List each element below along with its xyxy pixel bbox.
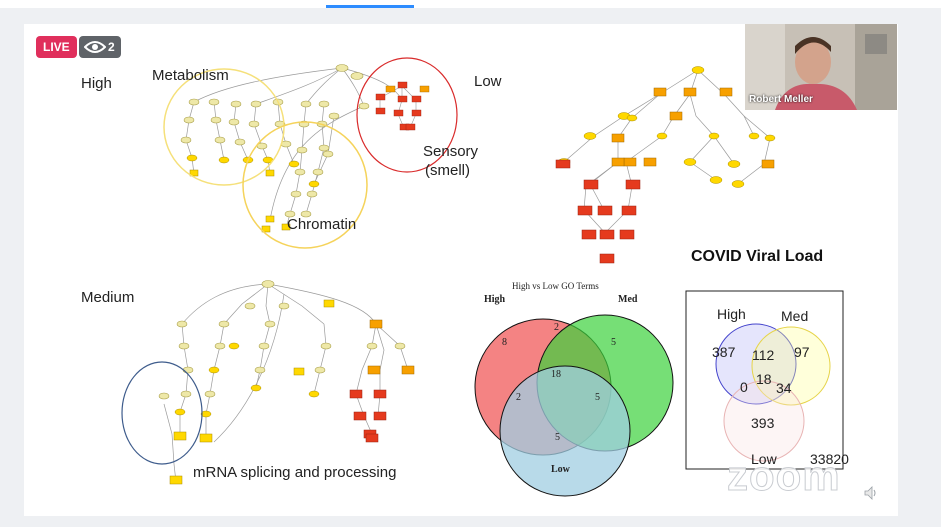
low-network bbox=[563, 69, 771, 235]
covid-value: 387 bbox=[712, 344, 736, 360]
covid-title: COVID Viral Load bbox=[691, 248, 824, 265]
high-network-nodes bbox=[180, 64, 370, 233]
viewer-count: 2 bbox=[108, 40, 115, 54]
covid-label-med: Med bbox=[781, 308, 809, 324]
medium-network bbox=[163, 283, 409, 483]
covid-venn-diagram bbox=[715, 323, 831, 462]
participant-name: Robert Meller bbox=[749, 94, 813, 105]
go-venn-value: 18 bbox=[551, 369, 561, 380]
go-venn-value: 5 bbox=[555, 432, 560, 443]
covid-value: 0 bbox=[740, 379, 748, 395]
zoom-watermark: zoom bbox=[727, 452, 841, 500]
label-mrna: mRNA splicing and processing bbox=[193, 464, 397, 481]
covid-value: 34 bbox=[776, 380, 792, 396]
go-venn-label-high: High bbox=[484, 294, 506, 305]
high-network bbox=[185, 67, 403, 229]
label-high: High bbox=[81, 75, 112, 92]
sensory-circle bbox=[356, 57, 458, 173]
sensory-cluster bbox=[379, 85, 417, 129]
go-venn-value: 2 bbox=[516, 392, 521, 403]
participant-video bbox=[745, 24, 897, 110]
eye-icon bbox=[84, 41, 106, 53]
metabolism-circle bbox=[163, 68, 285, 186]
speaker-icon[interactable] bbox=[862, 484, 880, 502]
covid-value: 112 bbox=[752, 347, 775, 363]
go-venn-value: 2 bbox=[554, 322, 559, 333]
go-venn-value: 5 bbox=[595, 392, 600, 403]
label-low: Low bbox=[474, 73, 502, 90]
go-venn-label-low: Low bbox=[551, 464, 570, 475]
mrna-circle bbox=[121, 361, 203, 465]
label-metabolism: Metabolism bbox=[152, 67, 229, 84]
covid-value: 18 bbox=[756, 371, 772, 387]
go-venn-value: 5 bbox=[611, 337, 616, 348]
covid-venn-frame bbox=[685, 290, 844, 470]
low-network-nodes bbox=[555, 66, 776, 264]
covid-value-outside: 33820 bbox=[810, 451, 849, 467]
label-chromatin: Chromatin bbox=[287, 216, 357, 233]
medium-network-nodes bbox=[158, 280, 415, 485]
live-badge[interactable]: LIVE bbox=[36, 36, 77, 58]
covid-value: 393 bbox=[751, 415, 775, 431]
bottom-bar bbox=[0, 516, 941, 527]
participant-video-tile[interactable]: Robert Meller bbox=[745, 24, 897, 110]
label-sensory: Sensory bbox=[423, 143, 479, 160]
top-bar bbox=[0, 0, 941, 8]
covid-label-high: High bbox=[717, 306, 746, 322]
covid-label-low: Low bbox=[751, 451, 777, 467]
go-venn-diagram bbox=[474, 314, 674, 497]
covid-value: 97 bbox=[794, 344, 810, 360]
slide-graphics bbox=[121, 57, 844, 497]
go-venn-value: 8 bbox=[502, 337, 507, 348]
active-tab-indicator bbox=[326, 5, 414, 8]
go-venn-label-med: Med bbox=[618, 294, 638, 305]
chromatin-circle bbox=[242, 121, 368, 249]
label-smell: (smell) bbox=[425, 162, 470, 179]
viewer-count-badge[interactable]: 2 bbox=[79, 36, 121, 58]
label-medium: Medium bbox=[81, 289, 135, 306]
go-venn-title: High vs Low GO Terms bbox=[512, 281, 599, 291]
